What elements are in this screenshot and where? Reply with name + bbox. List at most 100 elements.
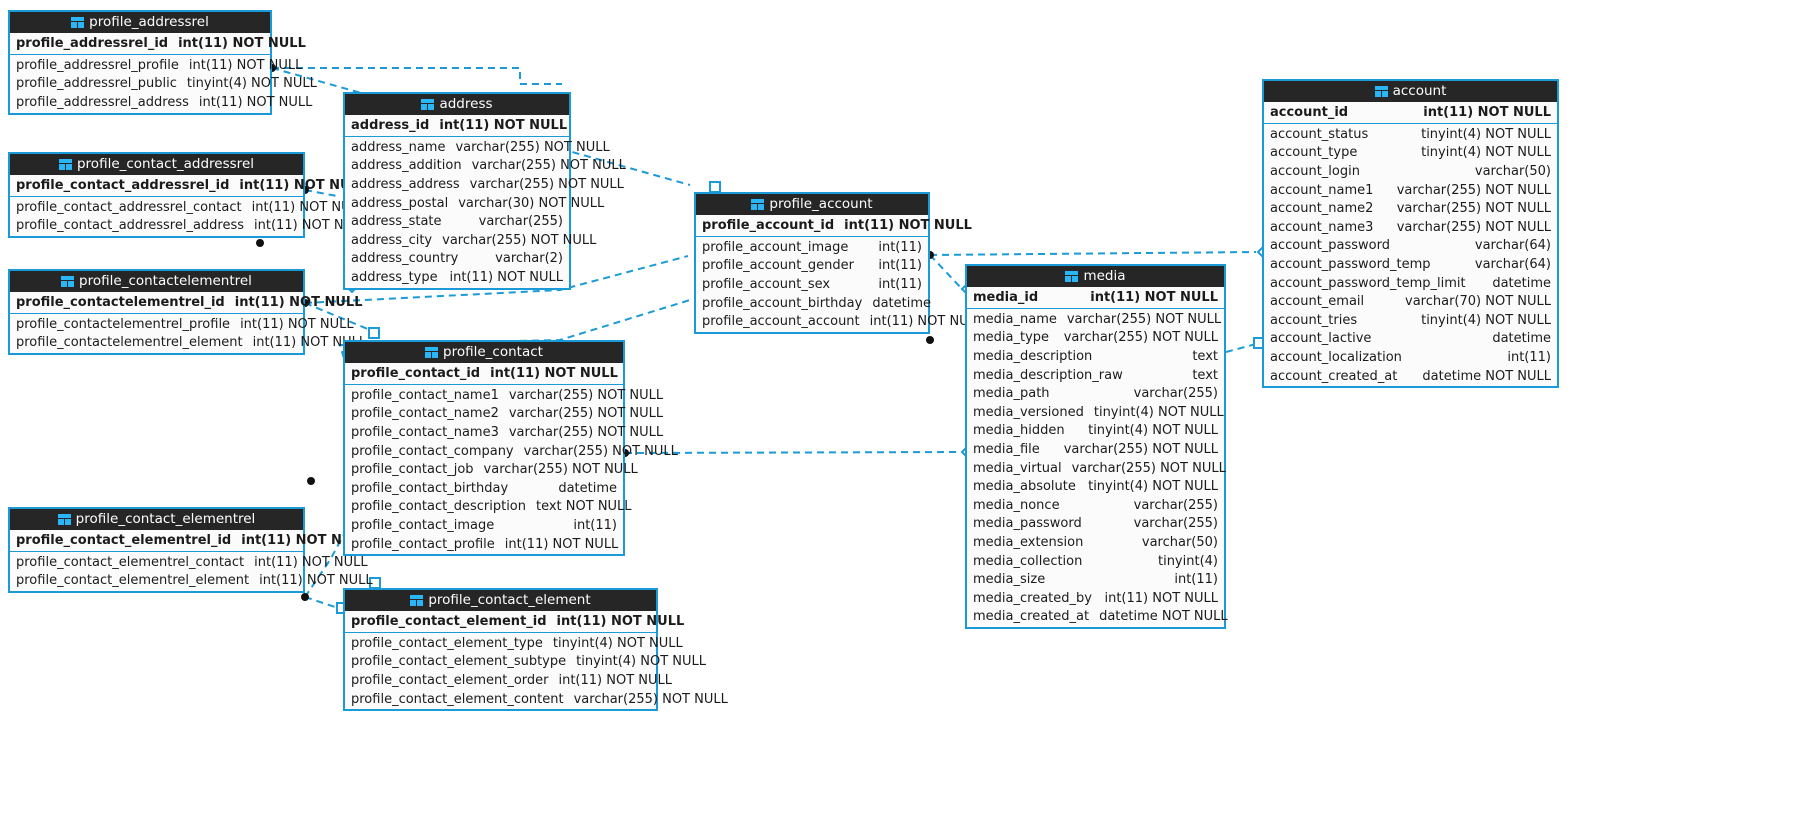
column-type: varchar(64) <box>1474 238 1551 254</box>
table-title-bar[interactable]: media <box>967 266 1224 287</box>
table-title-bar[interactable]: profile_contact <box>345 342 623 363</box>
table-title-bar[interactable]: profile_contact_addressrel <box>10 154 303 175</box>
table-title-bar[interactable]: profile_contactelementrel <box>10 271 303 292</box>
table-title-bar[interactable]: profile_contact_elementrel <box>10 509 303 530</box>
table-title-bar[interactable]: account <box>1264 81 1557 102</box>
column-name: profile_contact_elementrel_id <box>16 533 232 548</box>
column-type: varchar(70) NOT NULL <box>1405 294 1551 310</box>
table-title-bar[interactable]: profile_account <box>696 194 928 215</box>
table-title-bar[interactable]: profile_addressrel <box>10 12 270 33</box>
table-title-bar[interactable]: address <box>345 94 569 115</box>
table-title-bar[interactable]: profile_contact_element <box>345 590 656 611</box>
